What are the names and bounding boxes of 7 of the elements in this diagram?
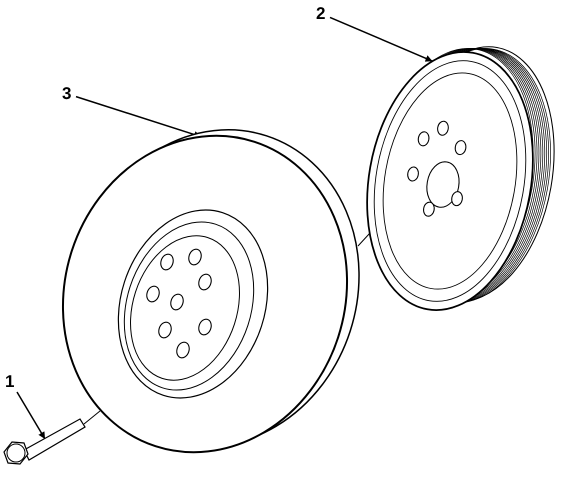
callout-number: 1 <box>3 372 23 392</box>
center-line <box>84 410 100 424</box>
callout-number: 3 <box>60 84 80 104</box>
leader-arrow <box>330 16 433 62</box>
leader-arrow <box>16 392 46 440</box>
callout-number: 2 <box>314 4 334 24</box>
center-line <box>358 232 372 246</box>
